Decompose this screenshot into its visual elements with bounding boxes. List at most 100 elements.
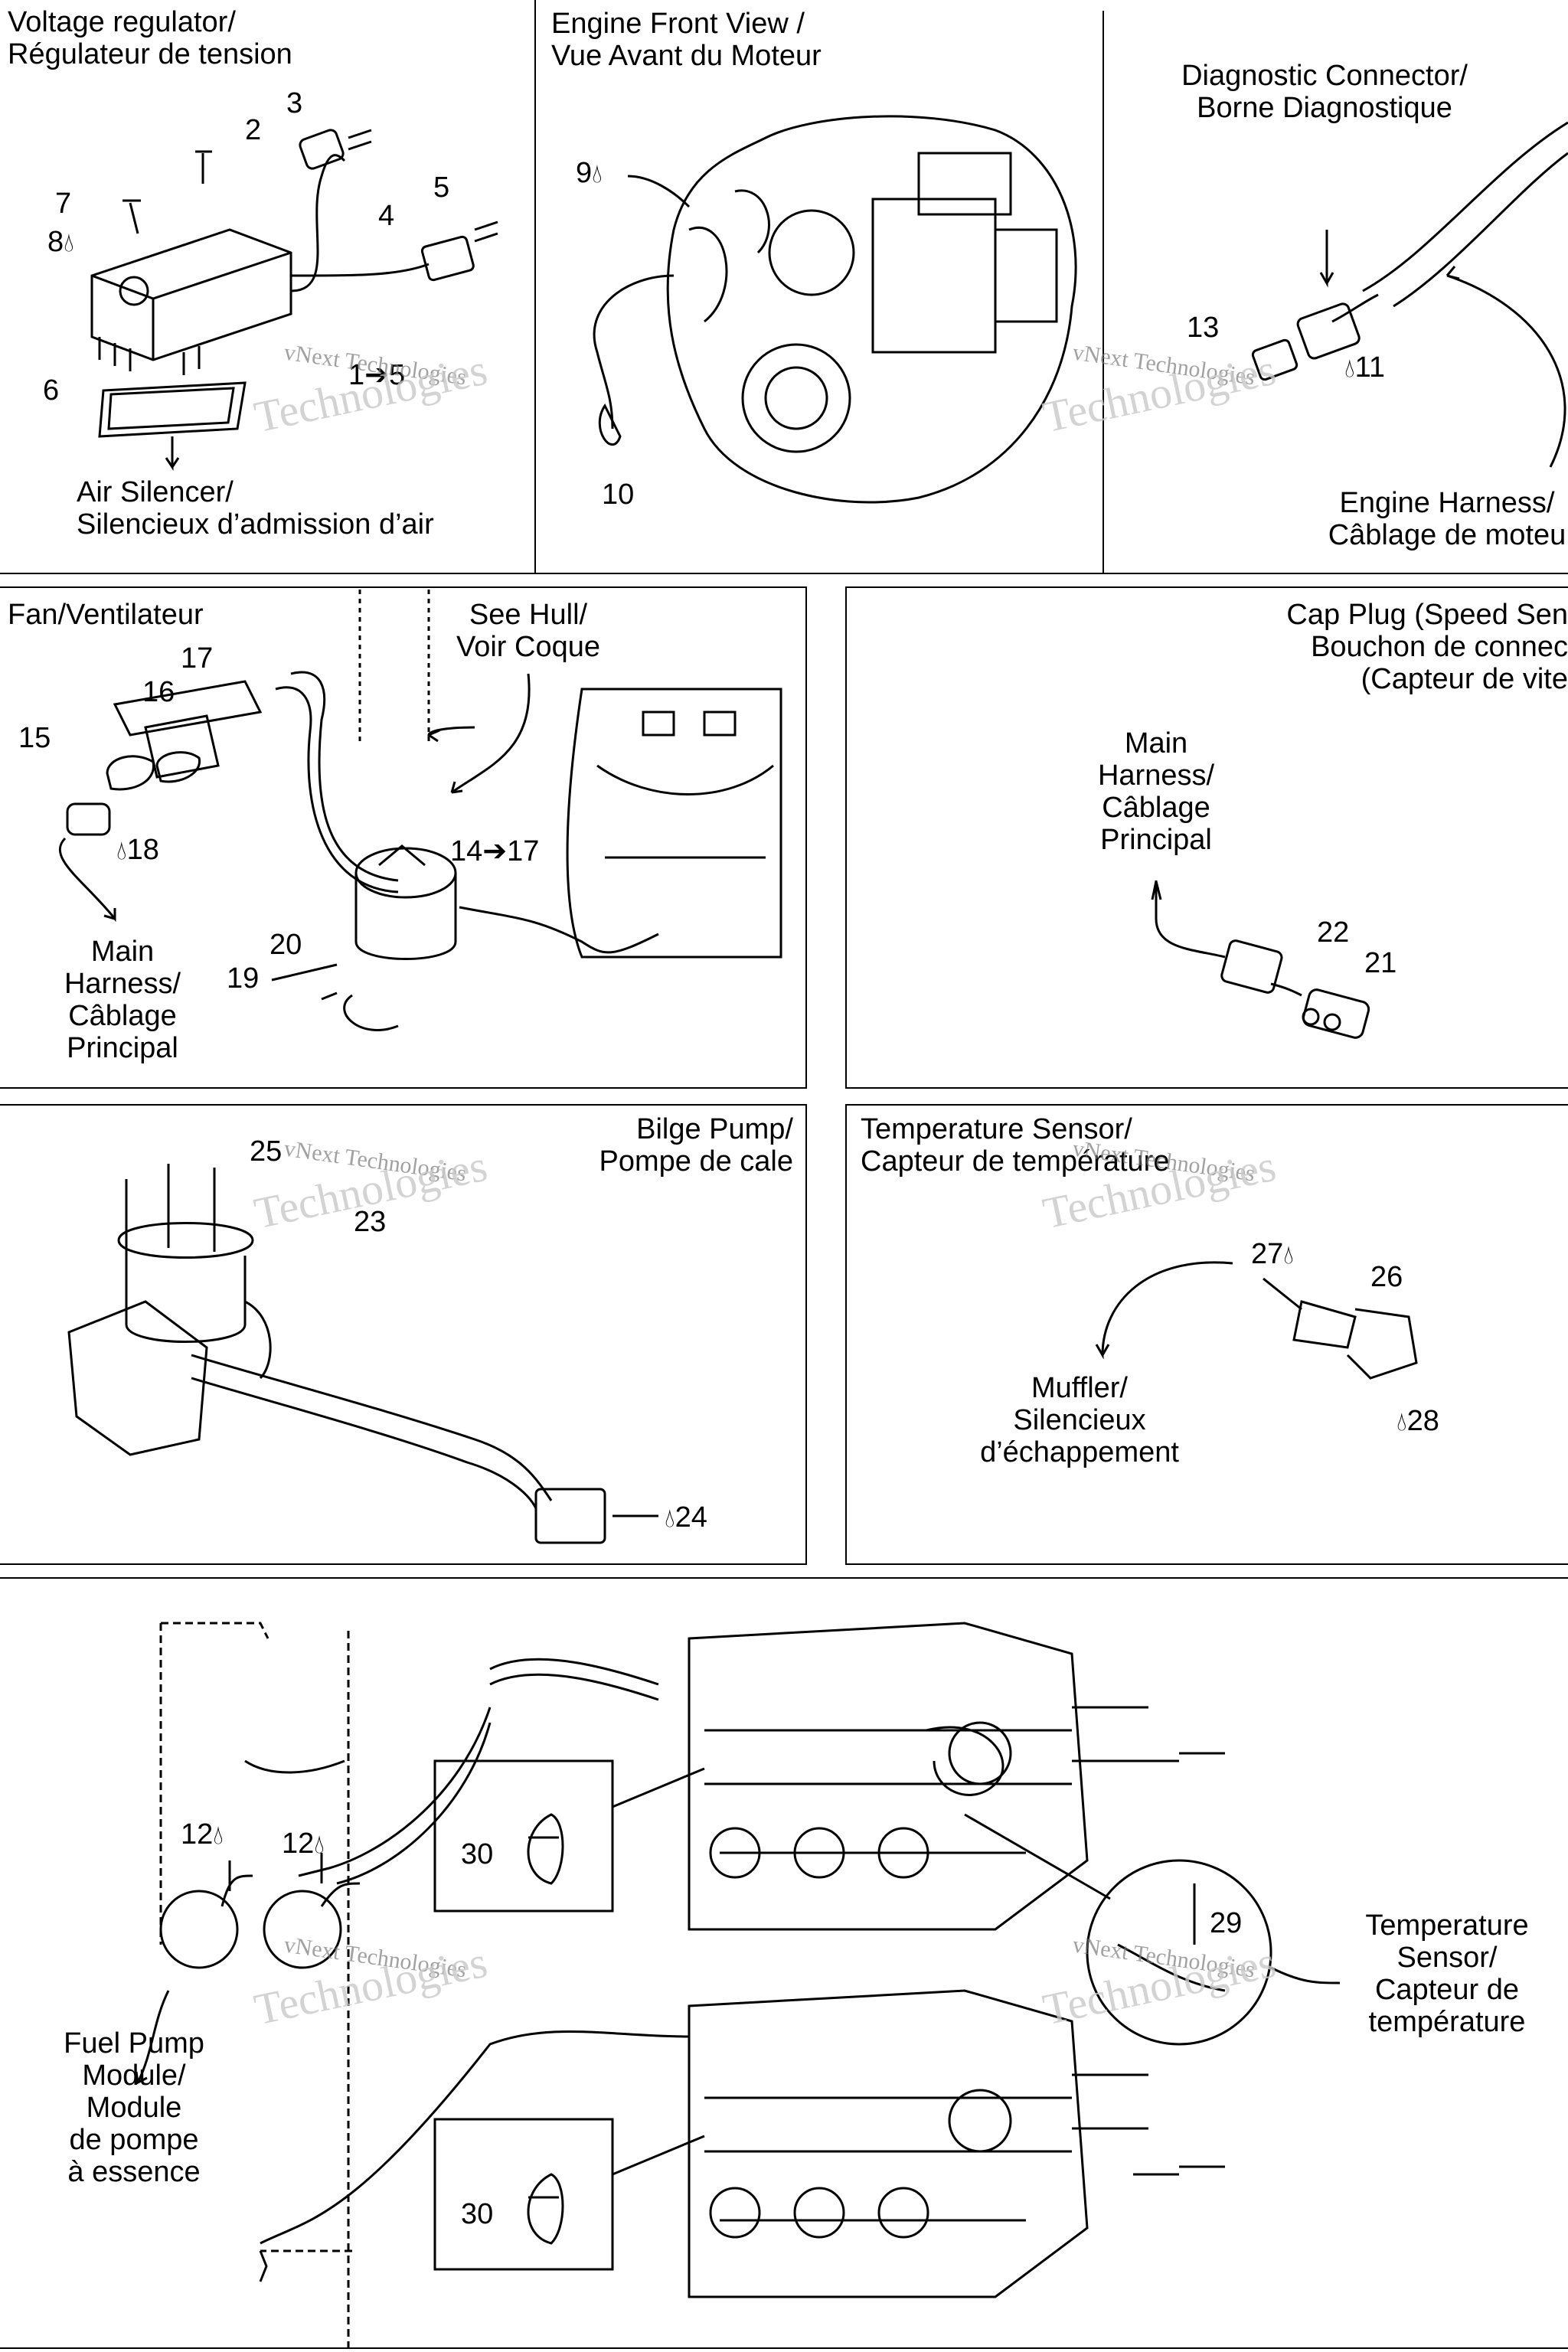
bottom-temp-line1: Temperature [1365, 1909, 1529, 1942]
fuel-pump-line4: de pompe [69, 2124, 199, 2156]
voltage-regulator-title-line2: Régulateur de tension [8, 38, 292, 70]
bottom-temp-line4: température [1368, 2006, 1526, 2038]
callout-1-to-5: 1➔5 [348, 359, 406, 391]
bilge-panel-border-top [0, 1104, 805, 1106]
fan-panel-border-top [0, 586, 805, 588]
callout-24-label: 24 [675, 1501, 707, 1534]
muffler-label: Muffler/ Silencieux d’échappement [942, 1372, 1217, 1468]
temp-panel-border-bottom [845, 1563, 1568, 1565]
diagnostic-title-line1: Diagnostic Connector/ [1181, 60, 1468, 92]
callout-12-left: 12💧︎ [181, 1819, 224, 1851]
fan-main-harness-line4: Principal [67, 1032, 178, 1064]
cap-panel-border-left [845, 586, 847, 1087]
fan-panel-border-bottom [0, 1087, 807, 1089]
callout-8: 8💧︎ [47, 227, 74, 258]
callout-30-top: 30 [461, 1838, 494, 1870]
drop-icon: 💧︎ [1396, 1407, 1407, 1436]
callout-9: 9💧︎ [576, 158, 603, 189]
callout-27: 27💧︎ [1251, 1239, 1294, 1270]
fan-drawing [58, 590, 782, 1031]
fuel-pump-line3: Module [86, 2092, 182, 2124]
callout-29: 29 [1210, 1907, 1243, 1939]
cap-panel-border-bottom [845, 1087, 1568, 1089]
callout-3: 3 [286, 87, 303, 119]
fan-title: Fan/Ventilateur [8, 599, 204, 631]
engine-front-title: Engine Front View / Vue Avant du Moteur [551, 8, 822, 72]
muffler-line3: d’échappement [980, 1436, 1179, 1468]
callout-6: 6 [43, 374, 60, 407]
see-hull-line1: See Hull/ [469, 599, 588, 631]
fuel-pump-line1: Fuel Pump [64, 2027, 204, 2060]
callout-24: 💧︎24 [665, 1502, 707, 1534]
callout-4: 4 [378, 200, 395, 232]
callout-11-label: 11 [1354, 351, 1386, 384]
callout-14-to-17: 14➔17 [450, 835, 540, 867]
temperature-sensor-drawing [1095, 1261, 1418, 1380]
bilge-pump-title-line2: Pompe de cale [599, 1145, 794, 1178]
air-silencer-line1: Air Silencer/ [77, 476, 234, 508]
cap-main-harness-line1: Main [1124, 727, 1188, 760]
callout-12-right: 12💧︎ [282, 1828, 325, 1860]
voltage-regulator-drawing [90, 129, 498, 471]
cap-plug-title-line2: Bouchon de connec [1311, 631, 1568, 663]
callout-30-bottom: 30 [461, 2198, 494, 2230]
air-silencer-label: Air Silencer/ Silencieux d’admission d’a… [77, 476, 434, 541]
drop-icon: 💧︎ [314, 1830, 325, 1859]
voltage-regulator-title-line1: Voltage regulator/ [8, 6, 236, 38]
bottom-temp-line3: Capteur de [1374, 1974, 1519, 2006]
callout-17: 17 [181, 642, 214, 675]
bottom-panel-border-bottom [0, 2347, 1568, 2349]
diagnostic-title-line2: Borne Diagnostique [1197, 92, 1452, 124]
callout-22: 22 [1317, 916, 1350, 949]
temp-panel-border-top [845, 1104, 1568, 1106]
callout-18: 💧︎18 [116, 835, 159, 866]
bottom-temperature-sensor-label: Temperature Sensor/ Capteur de températu… [1332, 1909, 1562, 2038]
callout-11: 💧︎11 [1344, 352, 1385, 384]
callout-10: 10 [602, 479, 635, 511]
engine-harness-line2: Câblage de moteu [1328, 519, 1566, 551]
bottom-panel-border-top [0, 1577, 1568, 1579]
air-silencer-line2: Silencieux d’admission d’air [77, 508, 434, 541]
callout-28-label: 28 [1406, 1405, 1439, 1437]
callout-12-left-label: 12 [181, 1818, 214, 1851]
drop-icon: 💧︎ [213, 1821, 224, 1850]
drop-icon: 💧︎ [592, 159, 603, 188]
callout-7: 7 [55, 188, 72, 220]
callout-21: 21 [1364, 947, 1397, 979]
callout-15: 15 [18, 722, 51, 754]
cap-plug-title: Cap Plug (Speed Sen Bouchon de connec (C… [1194, 599, 1568, 695]
cap-main-harness-line4: Principal [1100, 824, 1212, 856]
cap-plug-title-line3: (Capteur de vite [1361, 663, 1568, 695]
muffler-line1: Muffler/ [1031, 1372, 1128, 1404]
callout-13: 13 [1187, 312, 1220, 344]
fan-main-harness-label: Main Harness/ Câblage Principal [31, 936, 214, 1064]
callout-23: 23 [354, 1206, 387, 1238]
bilge-panel-border-bottom [0, 1563, 807, 1565]
engine-front-title-line1: Engine Front View / [551, 8, 805, 40]
fan-main-harness-line1: Main [90, 936, 155, 968]
divider-top-v2 [1102, 11, 1104, 573]
callout-5: 5 [433, 172, 450, 204]
cap-main-harness-label: Main Harness/ Câblage Principal [1064, 727, 1248, 856]
cap-plug-title-line1: Cap Plug (Speed Sen [1286, 599, 1568, 631]
callout-26: 26 [1370, 1261, 1403, 1293]
cap-plug-drawing [1151, 880, 1370, 1039]
temp-panel-border-left [845, 1104, 847, 1563]
drop-icon: 💧︎ [64, 228, 74, 257]
callout-9-label: 9 [576, 157, 593, 189]
divider-top-h [0, 573, 1568, 574]
cap-main-harness-line2: Harness/ [1097, 760, 1215, 792]
bilge-panel-border-right [805, 1104, 807, 1563]
callout-28: 💧︎28 [1396, 1406, 1439, 1437]
engine-front-drawing [593, 115, 1077, 504]
fuel-pump-line2: Module/ [82, 2060, 186, 2092]
bilge-pump-title: Bilge Pump/ Pompe de cale [521, 1113, 794, 1178]
fuel-pump-module-label: Fuel Pump Module/ Module de pompe à esse… [31, 2027, 237, 2188]
cap-panel-border-top [845, 586, 1568, 588]
muffler-line2: Silencieux [1013, 1404, 1146, 1436]
callout-20: 20 [270, 929, 302, 961]
bilge-pump-title-line1: Bilge Pump/ [636, 1113, 793, 1145]
engine-harness-label: Engine Harness/ Câblage de moteu [1294, 487, 1568, 551]
divider-top-v1 [534, 0, 536, 573]
engine-harness-line1: Engine Harness/ [1339, 487, 1555, 519]
